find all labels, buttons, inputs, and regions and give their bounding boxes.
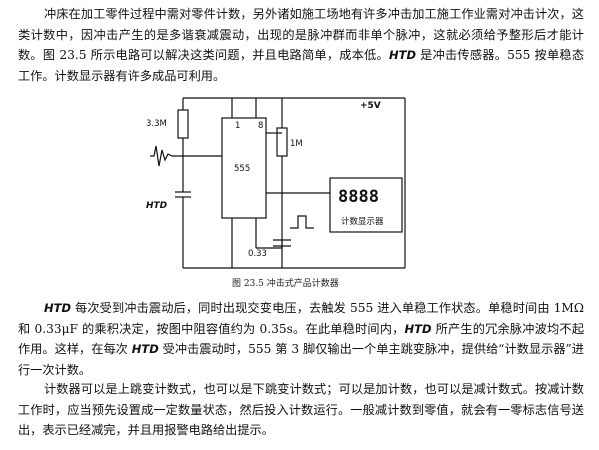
- r2-label: 1M: [290, 139, 303, 149]
- operation-text-3: 受冲击震动时，555 第 3 脚仅输出一个单主跳变脉冲，提供给“计数显示器”进行…: [18, 342, 584, 377]
- cap-label: 0.33: [248, 249, 267, 259]
- intro-paragraph: 冲床在加工零件过程中需对零件计数，另外诸如施工场地有许多冲击加工施工作业需对冲击…: [18, 4, 584, 86]
- htd-term: HTD: [404, 321, 432, 336]
- circuit-diagram: +5V 3.3M 1M 0.33 555 1 8 HTD 8888 计数显示器 …: [146, 97, 406, 289]
- pin8-label: 8: [258, 121, 263, 131]
- htd-term: HTD: [131, 342, 159, 357]
- pulse-icon: [290, 215, 314, 229]
- counter-display: [329, 177, 403, 233]
- htd-term: HTD: [44, 301, 72, 315]
- operation-text-1: 每次受到冲击震动后，同时出现交变电压，去触发 555 进入单稳工作状态。单稳时间…: [18, 301, 584, 336]
- htd-term: HTD: [389, 48, 417, 63]
- r1-label: 3.3M: [146, 119, 167, 129]
- sensor-label: HTD: [146, 201, 168, 211]
- operation-text-2: 所产生的冗余脉冲波均不起作用。这样，在每次: [18, 321, 585, 357]
- pin1-label: 1: [235, 121, 240, 131]
- input-wave-icon: [150, 145, 183, 167]
- display-digits: 8888: [338, 187, 379, 207]
- counter-paragraph: 计数器可以是上跳变计数式，也可以是下跳变计数式；可以是加计数，也可以是减计数式。…: [18, 382, 584, 438]
- ic-555: [221, 117, 267, 219]
- supply-label: +5V: [360, 101, 381, 111]
- display-label: 计数显示器: [341, 216, 384, 227]
- intro-text-1: 冲床在加工零件过程中需对零件计数，另外诸如施工场地有许多冲击加工施工作业需对冲击…: [18, 7, 584, 63]
- resistor-1m: [276, 127, 288, 157]
- intro-text-2: 是冲击传感器。555 按单稳态工作。计数显示器有许多成品可利用。: [18, 48, 585, 83]
- figure-caption: 图 23.5 冲击式产品计数器: [232, 277, 339, 289]
- operation-paragraph: HTD 每次受到冲击震动后，同时出现交变电压，去触发 555 进入单稳工作状态。…: [18, 298, 584, 380]
- resistor-3-3m: [177, 109, 189, 139]
- ic-label: 555: [234, 164, 250, 174]
